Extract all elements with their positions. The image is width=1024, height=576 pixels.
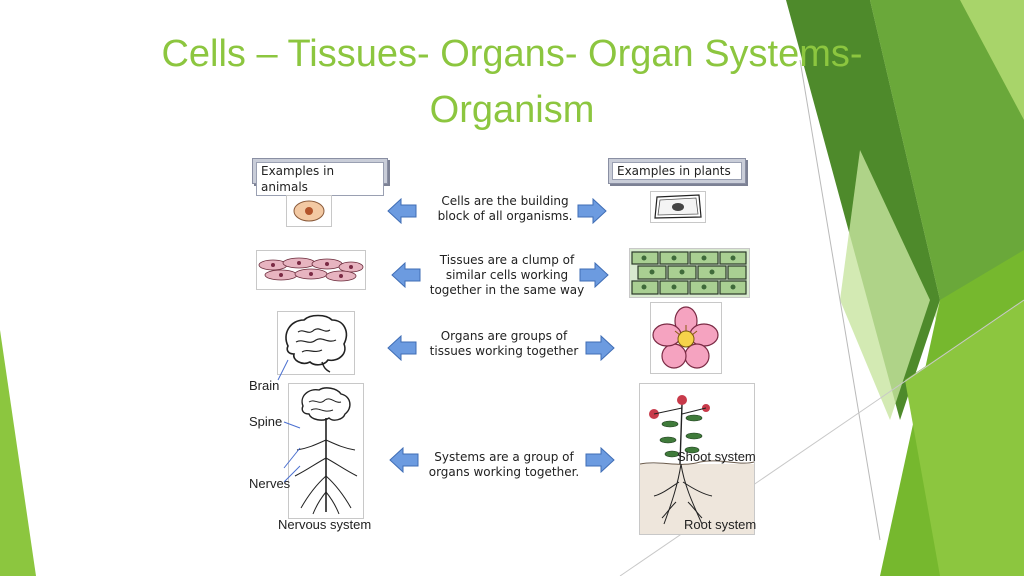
tissues-description-line-2: similar cells working (445, 268, 569, 282)
brain-label: Brain (249, 378, 280, 393)
slide-title-line-2: Organism (429, 89, 595, 131)
spine-label: Spine (249, 414, 283, 429)
animal-tissue-image (256, 250, 366, 290)
arrow-icon (389, 447, 419, 473)
nervous-system-label: Nervous system (278, 517, 372, 532)
plants-header: Examples in plants (608, 158, 746, 184)
cells-description-line-2: block of all organisms. (437, 209, 573, 223)
tissues-description-line-1: Tissues are a clump of (439, 253, 575, 267)
organs-description-line-1: Organs are groups of (440, 329, 568, 343)
root-system-label: Root system (684, 517, 757, 532)
arrow-icon (577, 198, 607, 224)
plant-cell-icon (654, 194, 702, 219)
organs-description-line-2: tissues working together (429, 344, 579, 358)
systems-description-line-1: Systems are a group of (434, 450, 574, 464)
animal-tissue-icon (258, 257, 364, 282)
plant-tissue-icon (630, 249, 749, 297)
arrow-icon (585, 447, 615, 473)
arrow-icon (585, 335, 615, 361)
animals-header-label: Examples in animals (256, 162, 384, 196)
tissues-description: Tissues are a clump of similar cells wor… (425, 253, 589, 298)
plant-system-image (639, 383, 755, 535)
nervous-pointer-lines (283, 421, 301, 483)
arrow-icon (387, 335, 417, 361)
brain-icon (285, 314, 348, 373)
shoot-system-label: Shoot system (677, 449, 756, 464)
plants-header-label: Examples in plants (612, 162, 742, 180)
plant-system-icon (639, 395, 755, 534)
arrow-icon (391, 262, 421, 288)
nervous-system-icon (294, 387, 358, 515)
animal-cell-icon (293, 200, 325, 222)
brain-pointer-line (277, 359, 289, 381)
flower-image (650, 302, 722, 374)
systems-description: Systems are a group of organs working to… (422, 450, 586, 480)
arrow-icon (579, 262, 609, 288)
arrow-icon (387, 198, 417, 224)
nervous-system-image (288, 383, 364, 519)
flower-icon (652, 306, 719, 369)
slide-title: Cells – Tissues- Organs- Organ Systems- … (150, 26, 874, 138)
plant-cell-image (650, 191, 706, 223)
cells-description-line-1: Cells are the building (441, 194, 569, 208)
nerves-label: Nerves (249, 476, 291, 491)
brain-image (277, 311, 355, 375)
tissues-description-line-3: together in the same way (429, 283, 585, 297)
slide-title-line-1: Cells – Tissues- Organs- Organ Systems- (161, 33, 863, 75)
animals-header: Examples in animals (252, 158, 388, 196)
plant-tissue-image (629, 248, 750, 298)
animal-cell-image (286, 195, 332, 227)
systems-description-line-2: organs working together. (428, 465, 580, 479)
organs-description: Organs are groups of tissues working tog… (422, 329, 586, 359)
cells-description: Cells are the building block of all orga… (425, 194, 585, 224)
